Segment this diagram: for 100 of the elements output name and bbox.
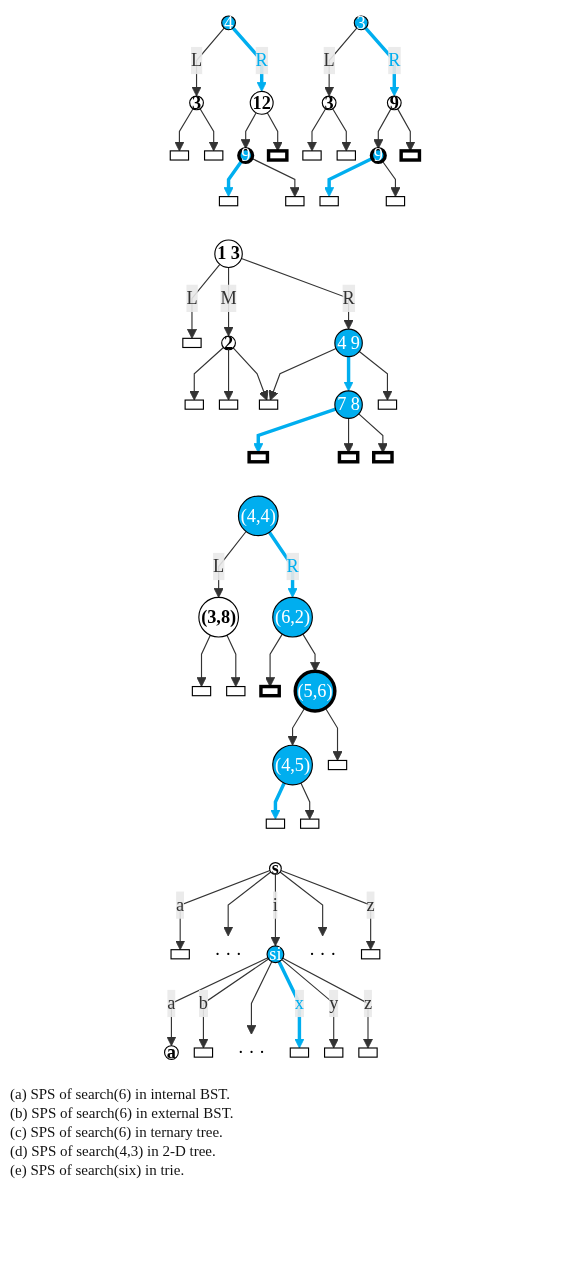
node-circle: 3 bbox=[321, 95, 337, 111]
arrow bbox=[253, 407, 337, 454]
node-box bbox=[218, 399, 239, 410]
node-text: · · · bbox=[237, 1042, 266, 1062]
arrow bbox=[282, 957, 374, 1049]
node-box bbox=[247, 450, 270, 464]
node-box bbox=[300, 818, 320, 829]
node-box bbox=[182, 337, 202, 349]
arrow bbox=[175, 869, 271, 951]
node-circle: 3 bbox=[353, 15, 369, 31]
arrow bbox=[324, 707, 343, 761]
arrow bbox=[381, 160, 401, 198]
arrow bbox=[332, 108, 352, 152]
node-box bbox=[377, 399, 398, 410]
node-box bbox=[193, 1047, 214, 1058]
node-circle: a bbox=[164, 1045, 179, 1060]
node-box bbox=[289, 1047, 310, 1058]
edge-label: R bbox=[388, 50, 401, 70]
arrow bbox=[232, 347, 269, 401]
edge-label: b bbox=[198, 993, 208, 1013]
node-box bbox=[302, 150, 322, 161]
edge-label: L bbox=[190, 50, 203, 70]
node-box bbox=[258, 399, 279, 410]
arrow bbox=[251, 157, 300, 198]
node-box bbox=[184, 399, 204, 410]
node-circle: 12 bbox=[249, 90, 274, 115]
node-box bbox=[336, 150, 356, 161]
node-box bbox=[327, 759, 348, 771]
node-box bbox=[285, 196, 305, 207]
node-circle: (4,5) bbox=[272, 744, 313, 786]
node-box bbox=[191, 685, 212, 697]
node-circle: (5,6) bbox=[293, 669, 337, 713]
edge-label: R bbox=[286, 556, 299, 576]
edge-label: x bbox=[294, 993, 304, 1013]
arrow bbox=[373, 108, 392, 150]
arrow bbox=[213, 530, 247, 598]
edge-label: R bbox=[255, 50, 268, 70]
node-box bbox=[169, 150, 190, 161]
arrow bbox=[343, 417, 354, 454]
node-box bbox=[170, 949, 190, 960]
node-text: · · · bbox=[308, 943, 337, 964]
node-circle: s bbox=[269, 862, 282, 875]
node-circle: (6,2) bbox=[272, 596, 313, 638]
node-circle: 1 3 bbox=[214, 239, 243, 269]
arrow bbox=[268, 347, 337, 401]
node-box bbox=[360, 949, 381, 960]
node-circle: 9 bbox=[237, 146, 255, 165]
arrow bbox=[223, 160, 244, 198]
arrow bbox=[198, 958, 270, 1049]
node-circle: 4 9 bbox=[334, 328, 363, 358]
caption: (d) SPS of search(4,3) in 2-D tree. bbox=[10, 1143, 217, 1160]
arrow bbox=[266, 112, 283, 152]
node-circle: (3,8) bbox=[198, 596, 240, 638]
edge-label: L bbox=[186, 288, 198, 308]
arrow bbox=[223, 871, 272, 937]
arrow bbox=[280, 869, 376, 951]
node-box bbox=[226, 685, 246, 697]
node-circle: 3 bbox=[189, 95, 204, 111]
arrow bbox=[279, 871, 328, 937]
arrow bbox=[287, 707, 306, 746]
node-box bbox=[399, 149, 422, 162]
arrow bbox=[246, 961, 273, 1035]
arrow bbox=[343, 356, 354, 392]
edge-label: a bbox=[167, 993, 176, 1013]
caption: (c) SPS of search(6) in ternary tree. bbox=[10, 1124, 224, 1141]
node-circle: si bbox=[266, 945, 285, 964]
node-circle: 7 8 bbox=[334, 390, 363, 419]
node-circle: (4,4) bbox=[237, 495, 279, 537]
arrow bbox=[302, 633, 321, 672]
arrow bbox=[240, 112, 257, 150]
arrow bbox=[300, 782, 315, 820]
caption: (e) SPS of search(six) in trie. bbox=[10, 1162, 186, 1179]
arrow bbox=[270, 873, 281, 947]
node-box bbox=[372, 450, 394, 464]
caption: (a) SPS of search(6) in internal BST. bbox=[10, 1086, 232, 1103]
arrow bbox=[174, 108, 194, 152]
node-box bbox=[204, 150, 224, 161]
node-circle: 4 bbox=[221, 15, 236, 31]
arrow bbox=[270, 782, 286, 820]
edge-label: R bbox=[342, 288, 355, 308]
node-box bbox=[324, 1047, 344, 1058]
node-box bbox=[358, 1047, 378, 1058]
node-box bbox=[337, 450, 360, 464]
node-box bbox=[319, 196, 339, 207]
node-text: · · · bbox=[214, 943, 242, 964]
arrow bbox=[265, 633, 283, 687]
edge-label: y bbox=[329, 993, 339, 1013]
arrow bbox=[226, 634, 241, 687]
edge-label: z bbox=[366, 894, 375, 915]
node-box bbox=[218, 196, 239, 207]
arrow bbox=[277, 961, 305, 1049]
arrow bbox=[281, 959, 339, 1049]
node-box bbox=[265, 818, 286, 829]
node-circle: 2 bbox=[221, 335, 236, 351]
arrow bbox=[324, 156, 373, 198]
edge-label: L bbox=[323, 50, 335, 70]
arrow bbox=[196, 634, 211, 687]
edge-label: z bbox=[363, 993, 373, 1013]
node-box bbox=[266, 149, 289, 162]
arrow bbox=[199, 108, 219, 152]
